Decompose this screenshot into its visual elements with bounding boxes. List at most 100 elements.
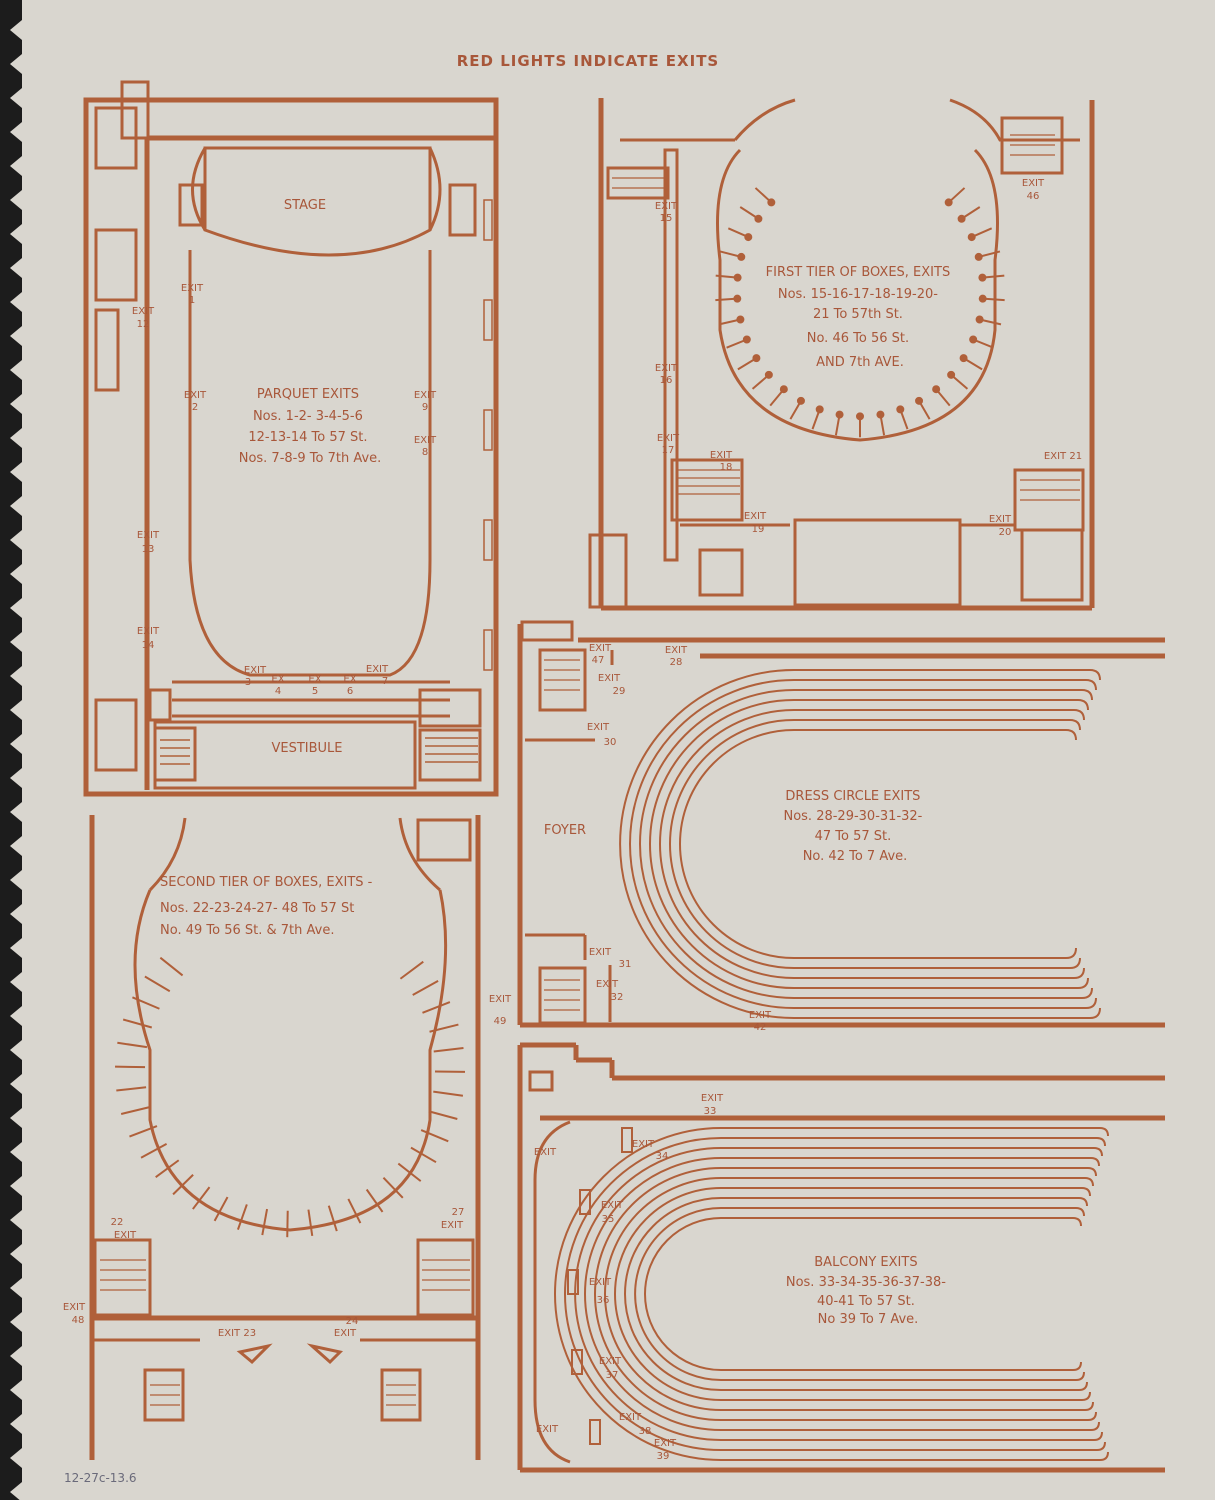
box-partition	[422, 1001, 451, 1014]
box-marker	[815, 405, 824, 414]
exit-label-balcony-top: EXIT	[534, 1147, 557, 1158]
exit-label-21: EXIT 21	[1044, 451, 1082, 462]
exit-label-34: EXIT34	[632, 1139, 668, 1162]
seat-row	[614, 1187, 1082, 1401]
seat-row-end	[1065, 947, 1077, 959]
box-marker	[767, 198, 776, 207]
perforation	[10, 870, 22, 890]
seat-row-end	[1089, 669, 1101, 681]
second-tier-plan: SECOND TIER OF BOXES, EXITS - Nos. 22-23…	[63, 815, 512, 1460]
box-marker	[737, 252, 746, 261]
seat-row-end	[1069, 719, 1081, 731]
perforation	[10, 768, 22, 788]
perforation	[10, 258, 22, 278]
perforation	[10, 360, 22, 380]
perforation	[10, 224, 22, 244]
perforation	[10, 20, 22, 40]
seat-row	[639, 689, 1082, 999]
seat-row-end	[1084, 1401, 1094, 1411]
box-partition	[132, 996, 160, 1010]
perforation	[10, 836, 22, 856]
seat-row	[594, 1167, 1088, 1421]
seat-row	[554, 1127, 1100, 1461]
seat-row-end	[1075, 1371, 1085, 1381]
box-partition	[213, 1196, 229, 1222]
box-partition	[433, 1090, 464, 1097]
perforation	[10, 190, 22, 210]
seat-row-end	[1099, 1451, 1109, 1461]
box-partition	[122, 1018, 153, 1029]
perforation	[10, 462, 22, 482]
seat-row	[669, 719, 1070, 969]
seat-row	[644, 1217, 1073, 1371]
parquet-plan: STAGE VESTIBULE PARQUET EXITS Nos. 1-2- …	[83, 80, 499, 797]
box-partition	[192, 1186, 211, 1210]
box-partition	[327, 1205, 338, 1232]
box-partition	[347, 1198, 362, 1224]
box-partition	[159, 956, 184, 977]
seat-row	[679, 729, 1066, 959]
perforation	[10, 1312, 22, 1332]
aisle-stair	[589, 1419, 601, 1445]
box-marker	[796, 396, 805, 405]
pencil-annotation: 12-27c-13.6	[64, 1471, 137, 1485]
vestibule-label: VESTIBULE	[271, 741, 342, 756]
box-marker	[974, 252, 983, 261]
exit-label-balcony-bottom: EXIT	[536, 1424, 559, 1435]
box-marker	[944, 198, 953, 207]
box-partition	[144, 975, 171, 993]
perforated-edge	[0, 0, 22, 1500]
box-marker	[856, 412, 864, 421]
box-marker	[779, 385, 788, 394]
perforation	[10, 1108, 22, 1128]
seat-row-end	[1090, 1157, 1100, 1167]
box-partition	[382, 1176, 404, 1199]
perforation	[10, 598, 22, 618]
seat-row	[624, 1197, 1079, 1391]
box-marker	[733, 273, 742, 282]
parquet-caption: PARQUET EXITS Nos. 1-2- 3-4-5-6 12-13-14…	[239, 387, 382, 466]
seat-row	[584, 1157, 1091, 1431]
perforation	[10, 666, 22, 686]
box-partition	[115, 1065, 146, 1069]
box-marker	[959, 354, 968, 363]
perforation	[10, 972, 22, 992]
box-marker	[742, 335, 751, 344]
box-partition	[116, 1086, 147, 1092]
seat-row	[649, 699, 1078, 989]
perforation	[10, 428, 22, 448]
seat-row	[659, 709, 1074, 979]
perforation	[10, 802, 22, 822]
box-marker	[915, 396, 924, 405]
box-marker	[978, 273, 987, 282]
seat-row-end	[1096, 1441, 1106, 1451]
box-marker	[957, 214, 966, 223]
seat-row-end	[1081, 987, 1093, 999]
exit-label-31: EXIT31	[589, 947, 631, 970]
perforation	[10, 156, 22, 176]
box-marker	[754, 214, 763, 223]
dress-circle-caption: DRESS CIRCLE EXITS Nos. 28-29-30-31-32- …	[783, 789, 926, 864]
box-marker	[764, 370, 773, 379]
seat-row-end	[1090, 1421, 1100, 1431]
seat-row-end	[1072, 1217, 1082, 1227]
stage-label: STAGE	[284, 198, 326, 213]
box-partition	[236, 1204, 248, 1230]
box-marker	[835, 410, 844, 419]
box-partition	[429, 1023, 459, 1033]
box-partition	[420, 1129, 449, 1143]
